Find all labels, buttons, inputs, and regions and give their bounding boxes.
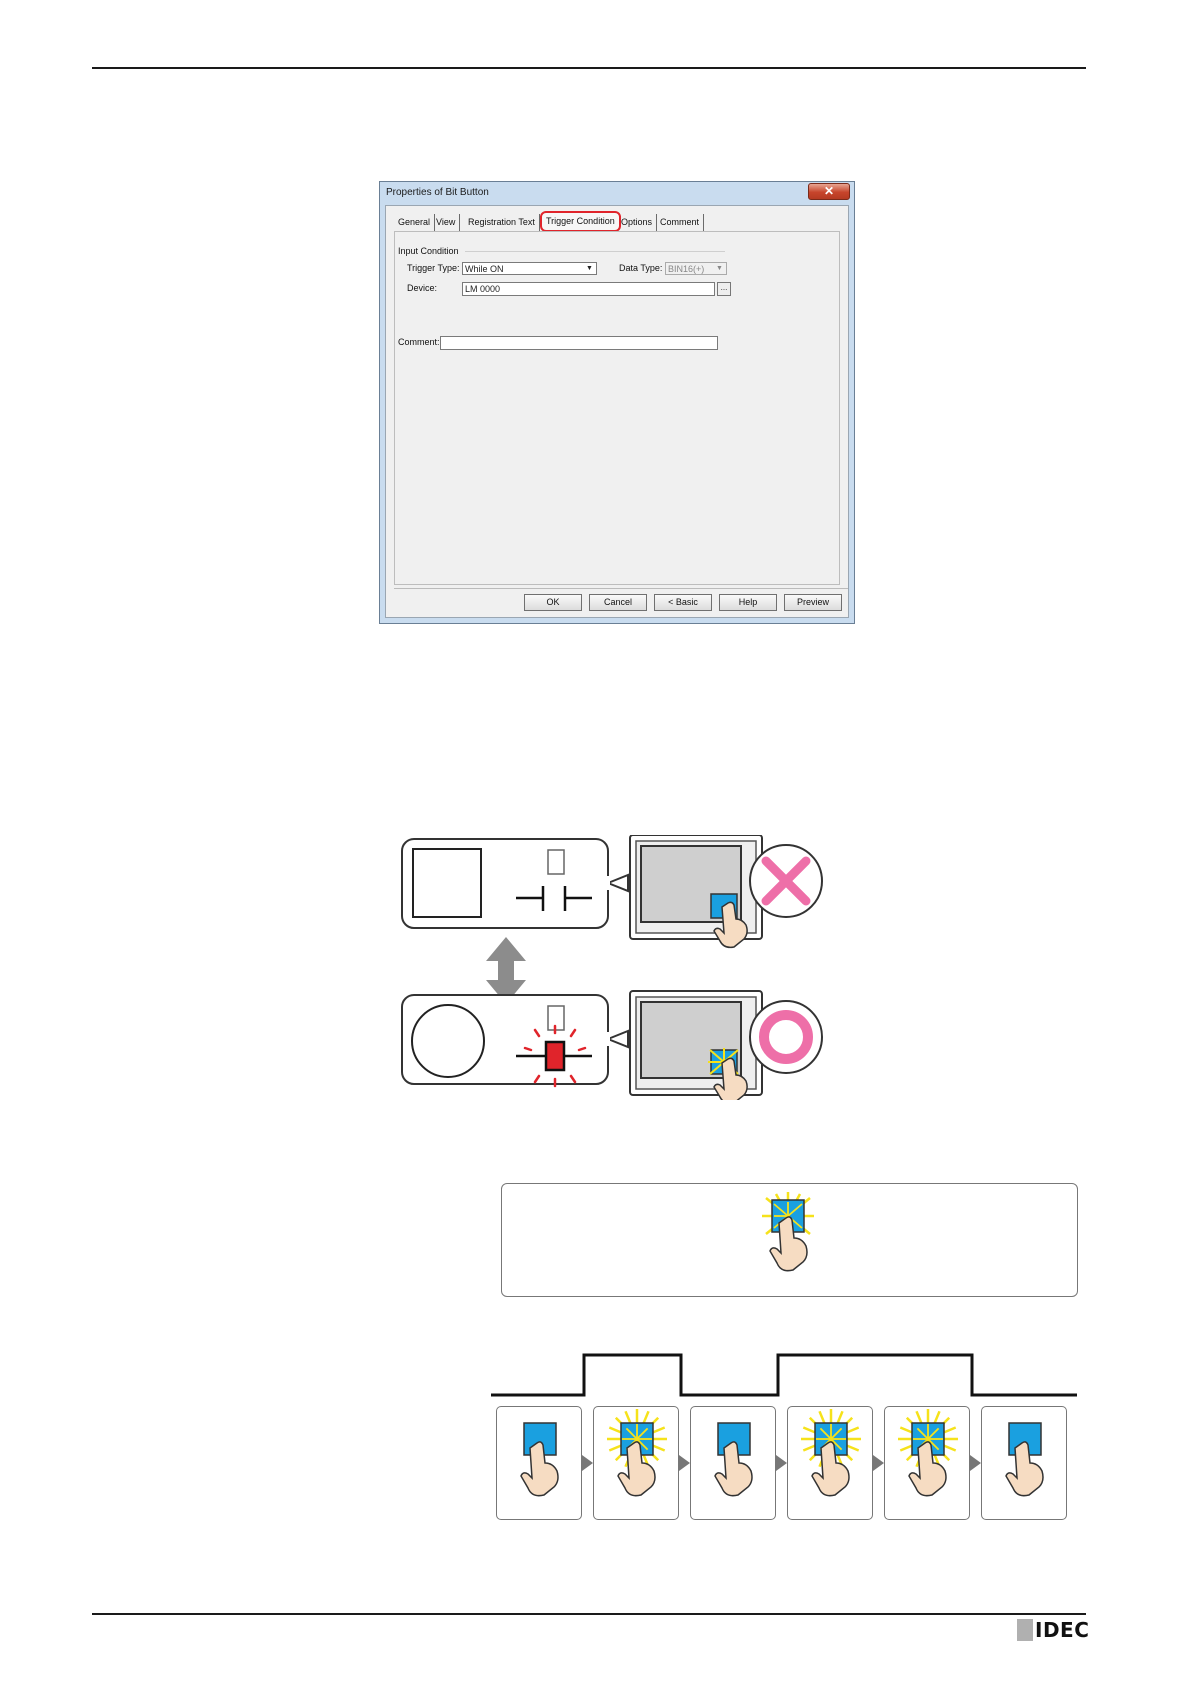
bit-button-properties-dialog: Properties of Bit Button ✕ General View … [379, 181, 855, 624]
button-row-divider [394, 588, 848, 589]
data-type-select: BIN16(+) ▼ [665, 262, 727, 275]
logo-text: IDEC [1035, 1618, 1089, 1642]
chevron-down-icon: ▼ [584, 264, 595, 273]
input-condition-group-label: Input Condition [398, 246, 459, 256]
idec-logo: IDEC [1017, 1618, 1089, 1642]
timing-diagram [491, 1345, 1077, 1530]
tab-registration-text[interactable]: Registration Text [464, 214, 540, 231]
dialog-titlebar: Properties of Bit Button ✕ [380, 182, 854, 204]
pulse-waveform [491, 1345, 1077, 1401]
chevron-down-icon: ▼ [714, 264, 725, 273]
unlit-lamp-square [413, 849, 481, 917]
pressed-button-icon [594, 1407, 680, 1521]
tab-general[interactable]: General [394, 214, 435, 231]
device-browse-button[interactable]: ... [717, 282, 731, 296]
off-state-row [402, 835, 822, 947]
sequence-step-card [690, 1406, 776, 1520]
close-button[interactable]: ✕ [808, 183, 850, 200]
comment-label: Comment: [398, 337, 440, 347]
released-button-icon [982, 1407, 1068, 1521]
sequence-step-card [496, 1406, 582, 1520]
device-value: LM 0000 [465, 284, 500, 294]
next-step-arrow-icon [679, 1455, 690, 1471]
cross-mark-icon [750, 845, 822, 917]
header-rule [92, 67, 1086, 69]
trigger-type-value: While ON [465, 264, 504, 274]
double-arrow-icon [486, 937, 526, 1004]
press-sequence-row [496, 1406, 1076, 1524]
pressed-button-icon [788, 1407, 874, 1521]
device-input[interactable]: LM 0000 [462, 282, 715, 296]
released-button-icon [691, 1407, 777, 1521]
sequence-step-card [593, 1406, 679, 1520]
lit-lamp-circle [412, 1005, 484, 1077]
sequence-step-card [787, 1406, 873, 1520]
data-type-label: Data Type: [619, 263, 662, 273]
group-divider [465, 251, 725, 252]
next-step-arrow-icon [776, 1455, 787, 1471]
help-button[interactable]: Help [719, 594, 777, 611]
next-step-arrow-icon [873, 1455, 884, 1471]
next-step-arrow-icon [582, 1455, 593, 1471]
next-step-arrow-icon [970, 1455, 981, 1471]
sequence-step-card [884, 1406, 970, 1520]
comment-input[interactable] [440, 336, 718, 350]
pressed-button-hand-illustration [760, 1192, 820, 1272]
logo-mark [1017, 1619, 1033, 1641]
released-button-icon [497, 1407, 583, 1521]
device-address-box [548, 850, 564, 874]
press-illustration-box [501, 1183, 1078, 1297]
device-label: Device: [407, 283, 437, 293]
tab-view[interactable]: View [432, 214, 460, 231]
touch-screen-off [630, 835, 762, 947]
trigger-condition-diagram [398, 835, 834, 1100]
tab-options[interactable]: Options [617, 214, 657, 231]
pressed-button-icon [885, 1407, 971, 1521]
preview-button[interactable]: Preview [784, 594, 842, 611]
trigger-type-select[interactable]: While ON ▼ [462, 262, 597, 275]
data-type-value: BIN16(+) [668, 264, 704, 274]
basic-button[interactable]: < Basic [654, 594, 712, 611]
ok-button[interactable]: OK [524, 594, 582, 611]
trigger-type-label: Trigger Type: [407, 263, 460, 273]
footer-rule [92, 1613, 1086, 1615]
tab-trigger-condition[interactable]: Trigger Condition [540, 211, 621, 232]
sequence-step-card [981, 1406, 1067, 1520]
cancel-button[interactable]: Cancel [589, 594, 647, 611]
dialog-client-area: General View Registration Text Trigger C… [385, 205, 849, 618]
circle-mark-icon [750, 1001, 822, 1073]
tab-comment[interactable]: Comment [656, 214, 704, 231]
pulse-line [491, 1355, 1077, 1395]
touch-screen-on [630, 991, 762, 1100]
dialog-title: Properties of Bit Button [386, 187, 489, 198]
trigger-condition-panel: Input Condition Trigger Type: While ON ▼… [394, 231, 840, 585]
on-state-row [402, 991, 822, 1100]
